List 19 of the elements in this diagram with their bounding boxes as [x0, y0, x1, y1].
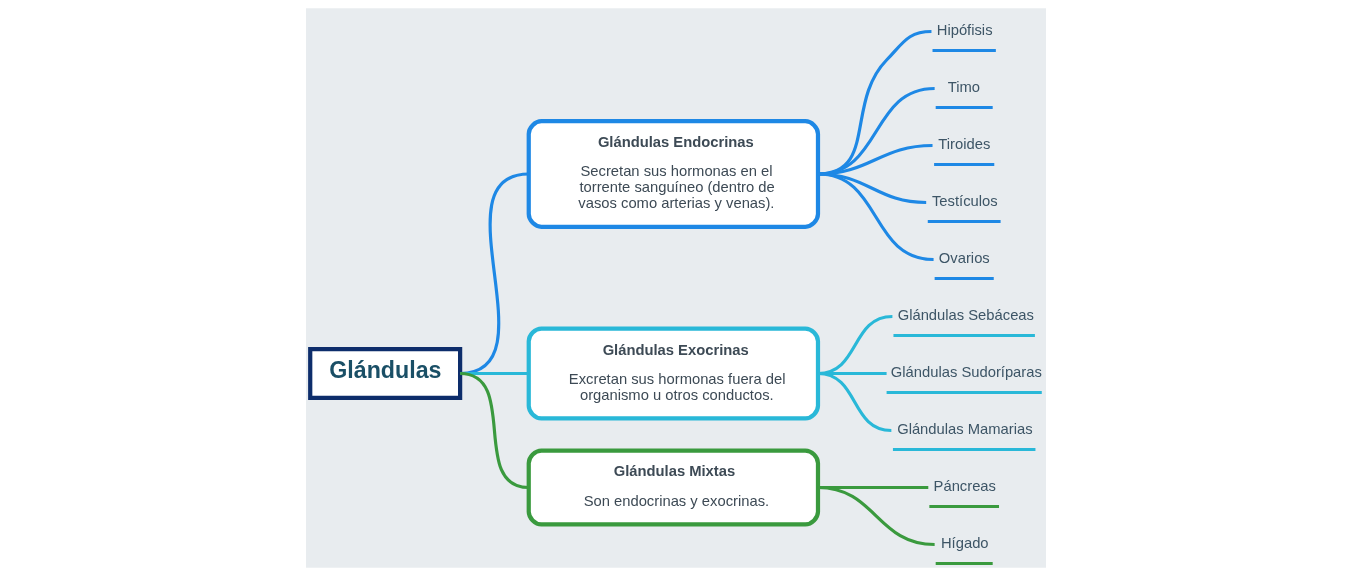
connector — [817, 485, 935, 547]
node-text: Hipófisis — [936, 22, 993, 39]
node-box: Glándulas Mixtas Son endocrinas y exocrinas. — [526, 448, 820, 527]
node-text: Glándulas Sudoríparas — [890, 364, 1042, 381]
node-text: Hígado — [940, 535, 989, 552]
node-text: Páncreas — [933, 478, 996, 495]
node-text: Glándulas Mamarias — [896, 421, 1033, 438]
node-text: Glándulas Sebáceas — [897, 307, 1034, 324]
connector — [459, 371, 529, 490]
node-text: Timo — [947, 79, 980, 96]
node-text: Testículos — [931, 193, 998, 210]
node-box: Glándulas — [307, 347, 462, 400]
node-text: Ovarios — [938, 250, 990, 267]
node-box: Glándulas Exocrinas Excretan sus hormonas fuera del organismo u otros conductos. — [526, 326, 820, 421]
node-box: Glándulas Endocrinas Secretan sus hormonas en el torrente sanguíneo (dentro de vasos como arterias y venas). — [526, 119, 820, 229]
connector — [817, 371, 892, 433]
node-text: Tiroides — [937, 136, 990, 153]
connector — [817, 172, 926, 205]
connector — [817, 172, 934, 262]
